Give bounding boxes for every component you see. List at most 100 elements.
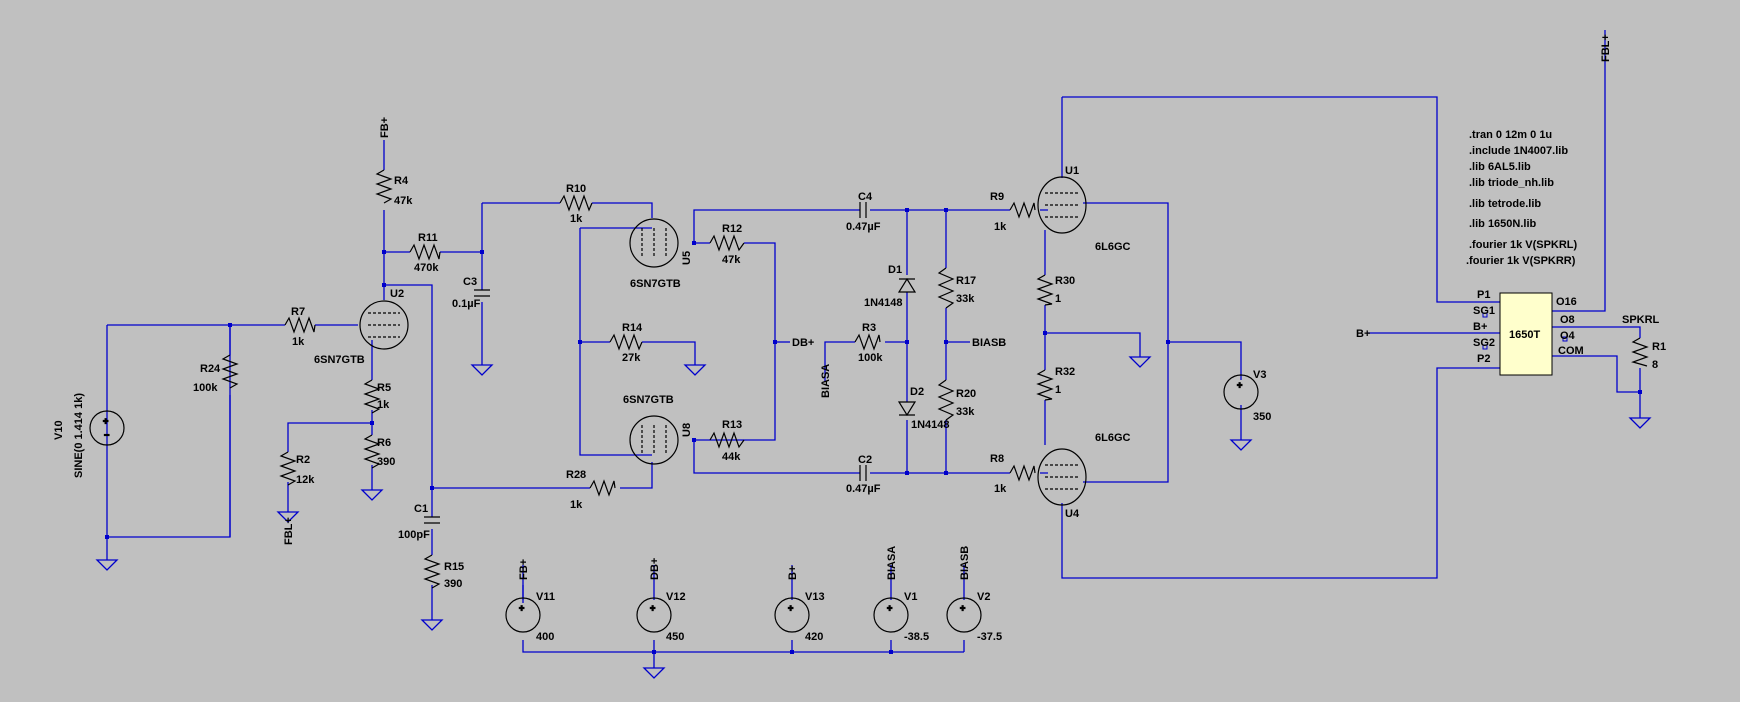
u1-model: 6L6GC [1095,241,1131,253]
directive-lib-tetrode: .lib tetrode.lib [1469,198,1541,210]
r9-value: 1k [994,221,1007,233]
capacitor-symbols [424,202,867,524]
svg-text:+: + [519,603,524,613]
u4-name: U4 [1065,508,1080,520]
directive-fourier-l: .fourier 1k V(SPKRL) [1469,239,1578,251]
r3-value: 100k [858,352,883,364]
r24-value: 100k [193,382,218,394]
xfmr-pin-com: COM [1558,345,1584,357]
r32-value: 1 [1055,384,1061,396]
source-symbols: +− + + + + + + [89,374,1259,633]
r4-name: R4 [394,175,409,187]
r11-name: R11 [418,232,438,244]
r24-name: R24 [200,363,221,375]
u8-name: U8 [681,423,693,437]
xfmr-pin-p1: P1 [1477,289,1490,301]
r10-value: 1k [570,213,583,225]
r32-name: R32 [1055,366,1075,378]
r13-value: 44k [722,451,741,463]
v2-value: -37.5 [977,631,1002,643]
directive-lib-triode: .lib triode_nh.lib [1469,177,1554,189]
v1-name: V1 [904,591,917,603]
r6-value: 390 [377,456,395,468]
d1-name: D1 [888,264,902,276]
directive-lib-6al5: .lib 6AL5.lib [1469,161,1531,173]
u5-name: U5 [681,251,693,265]
r7-name: R7 [291,306,305,318]
c1-name: C1 [414,503,428,515]
svg-text:−: − [104,430,109,440]
net-fb-plus: FB+ [379,117,391,138]
c4-name: C4 [858,191,873,203]
v10-name: V10 [53,420,65,440]
v2-name: V2 [977,591,990,603]
r11-value: 470k [414,262,439,274]
svg-text:+: + [650,603,655,613]
net-biasa-r3: BIASA [820,364,832,398]
net-biasa-v1: BIASA [886,546,898,580]
xfmr-pin-o4: O4 [1560,330,1576,342]
directive-fourier-r: .fourier 1k V(SPKRR) [1466,255,1576,267]
ground-symbols [95,356,1652,679]
xfmr-pin-o16: O16 [1556,296,1577,308]
net-fb-plus-v11: FB+ [518,559,530,580]
c3-name: C3 [463,276,477,288]
r12-value: 47k [722,254,741,266]
r2-value: 12k [296,474,315,486]
net-labels: FB+ FBL+ DB+ BIASA BIASB B+ FBL+ SPKRL F… [283,34,1660,580]
u1-name: U1 [1065,165,1079,177]
r5-value: 1k [377,399,390,411]
svg-text:+: + [960,603,965,613]
diode-symbols [897,277,917,417]
v10-value: SINE(0 1.414 1k) [73,393,85,478]
u8-model: 6SN7GTB [623,394,674,406]
net-biasb-r17: BIASB [972,337,1006,349]
r15-name: R15 [444,561,464,573]
r3-name: R3 [862,322,876,334]
svg-text:+: + [103,416,108,426]
r4-value: 47k [394,195,413,207]
r8-value: 1k [994,483,1007,495]
r20-name: R20 [956,388,976,400]
net-b-plus-xfmr: B+ [1356,328,1370,340]
u2-model: 6SN7GTB [314,354,365,366]
d2-value: 1N4148 [911,419,950,431]
net-db-plus: DB+ [792,337,814,349]
v1-value: -38.5 [904,631,929,643]
net-spkrl: SPKRL [1622,314,1660,326]
r1-value: 8 [1652,359,1658,371]
v13-name: V13 [805,591,825,603]
v12-name: V12 [666,591,686,603]
v13-value: 420 [805,631,823,643]
tube-symbols [359,176,1087,506]
r17-value: 33k [956,293,975,305]
c3-value: 0.1µF [452,298,481,310]
net-db-plus-v12: DB+ [649,558,661,580]
r8-name: R8 [990,453,1004,465]
r6-name: R6 [377,437,391,449]
r28-value: 1k [570,499,583,511]
c2-value: 0.47µF [846,483,881,495]
r12-name: R12 [722,223,742,235]
svg-text:+: + [1237,380,1242,390]
transformer-symbol [1482,292,1568,376]
r9-name: R9 [990,191,1004,203]
net-fbl-plus-r2: FBL+ [283,517,295,545]
xfmr-name: 1650T [1509,329,1540,341]
r30-name: R30 [1055,275,1075,287]
v3-value: 350 [1253,411,1271,423]
xfmr-pin-sg2: SG2 [1473,337,1495,349]
c4-value: 0.47µF [846,221,881,233]
u5-model: 6SN7GTB [630,278,681,290]
r13-name: R13 [722,419,742,431]
c2-name: C2 [858,454,872,466]
xfmr-pin-bplus: B+ [1473,321,1487,333]
r5-name: R5 [377,382,391,394]
r28-name: R28 [566,469,586,481]
net-biasb-v2: BIASB [959,546,971,580]
xfmr-pin-p2: P2 [1477,353,1490,365]
c1-value: 100pF [398,529,430,541]
d2-name: D2 [910,386,924,398]
xfmr-pin-sg1: SG1 [1473,305,1495,317]
